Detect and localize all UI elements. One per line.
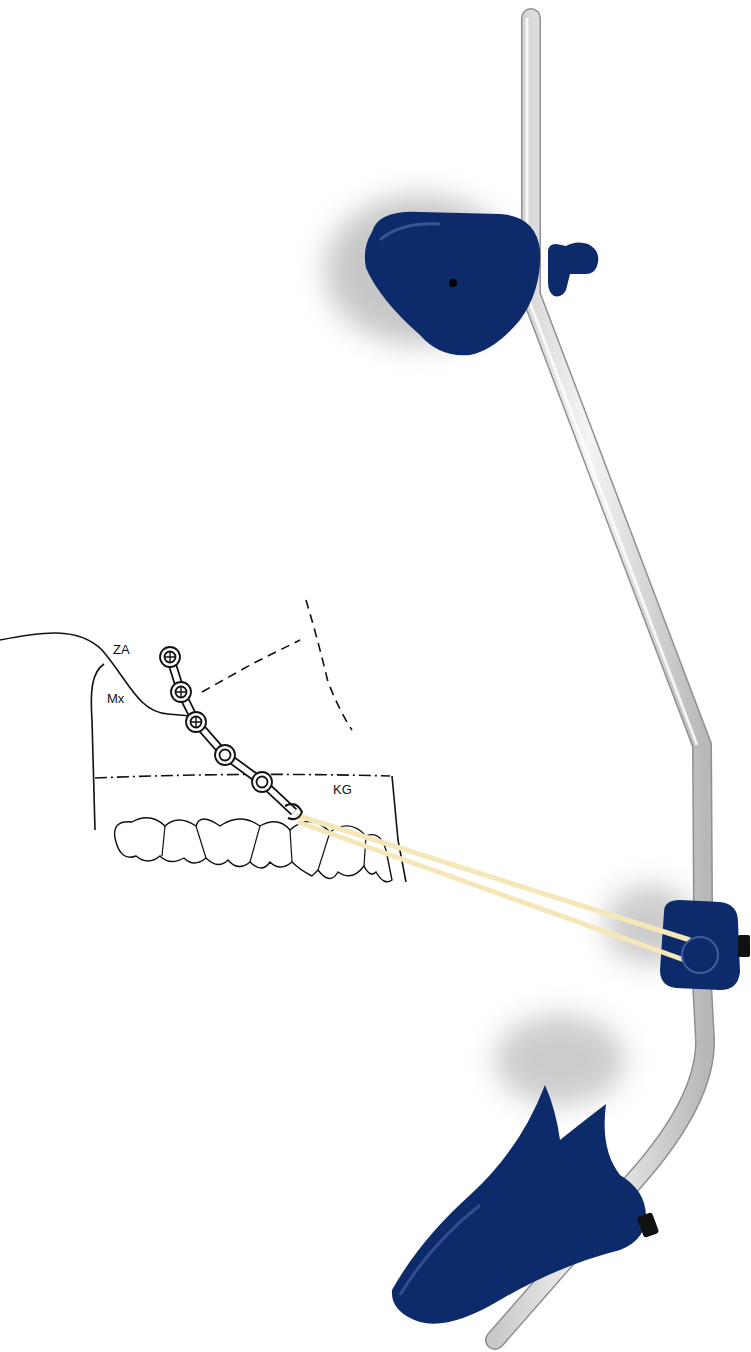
plate-hook	[285, 804, 302, 819]
part-label: Mx	[107, 692, 124, 705]
gingiva-line	[95, 774, 390, 778]
part-label: ZA	[113, 643, 130, 656]
miniplate	[160, 647, 302, 819]
plate-hole	[215, 745, 235, 765]
chin-shadow	[495, 1015, 625, 1105]
chin-screw	[637, 1212, 660, 1238]
hook-knob	[682, 937, 718, 973]
hook-screw	[738, 935, 750, 957]
pad-screw	[449, 279, 457, 287]
tooth-divisions	[162, 826, 366, 870]
maxilla-front	[392, 776, 406, 882]
adjust-knob	[548, 242, 598, 296]
elastic-band	[298, 822, 690, 962]
plate-hole-inner	[220, 750, 231, 761]
plate-bar-fill	[170, 657, 294, 812]
rod-highlight	[527, 18, 697, 745]
pad-highlight	[380, 224, 440, 240]
hook-block	[660, 900, 740, 990]
part-label: KG	[333, 783, 352, 796]
maxilla-outline	[91, 664, 104, 830]
chin-cup	[392, 1085, 646, 1324]
teeth-outline	[115, 818, 392, 882]
chin-highlight	[400, 1205, 480, 1295]
dashed-line	[202, 640, 300, 692]
dashed-line	[306, 600, 352, 730]
elastic-band	[296, 815, 690, 940]
plate-bar	[170, 657, 294, 812]
screw-cross	[165, 652, 202, 728]
plate-hole-inner	[257, 777, 268, 788]
forehead-pad	[365, 212, 540, 356]
plate-hole	[252, 772, 272, 792]
